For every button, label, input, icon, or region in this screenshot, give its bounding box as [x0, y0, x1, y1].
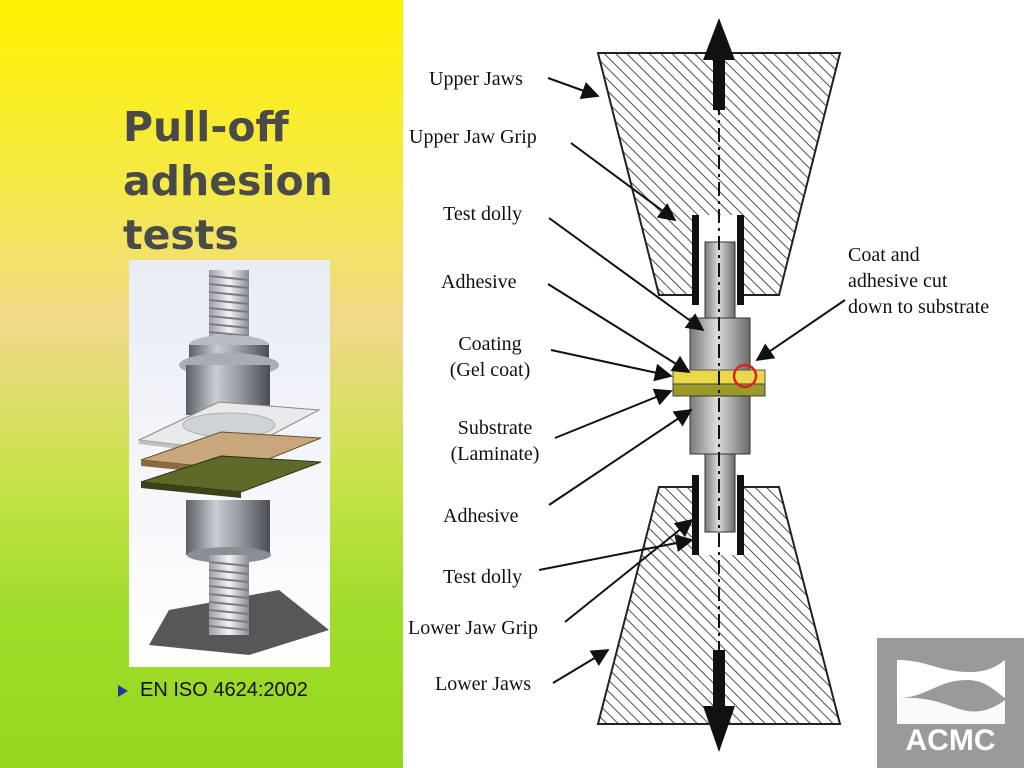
label-test-dolly-top: Test dolly — [443, 203, 523, 225]
bullet-marker-icon — [118, 684, 128, 697]
label-coating: Coating (Gel coat) — [449, 333, 531, 381]
cut-location-marker — [732, 363, 758, 389]
acmc-logo: ACMC — [877, 638, 1024, 768]
label-adhesive-top: Adhesive — [441, 271, 517, 293]
specimen-render — [129, 260, 330, 667]
downward-force-arrow — [703, 706, 735, 752]
standard-bullet: EN ISO 4624:2002 — [118, 679, 308, 702]
label-upper-jaw-grip: Upper Jaw Grip — [409, 126, 537, 148]
acmc-logo-text: ACMC — [905, 724, 996, 757]
label-coat-cut: Coat and adhesive cut down to substrate — [848, 244, 990, 318]
label-lower-jaws: Lower Jaws — [435, 673, 532, 695]
label-test-dolly-bottom: Test dolly — [443, 566, 523, 588]
slide-title: Pull-off adhesion tests — [123, 103, 333, 259]
standard-label: EN ISO 4624:2002 — [140, 679, 308, 701]
label-adhesive-bottom: Adhesive — [443, 505, 519, 527]
label-upper-jaws: Upper Jaws — [429, 68, 523, 90]
diagram-drawing — [538, 18, 846, 752]
acmc-logo-mark-icon — [897, 660, 1005, 724]
label-substrate: Substrate (Laminate) — [450, 417, 540, 465]
upward-force-arrow — [703, 18, 735, 60]
specimen-render-drawing — [137, 270, 329, 655]
label-lower-jaw-grip: Lower Jaw Grip — [408, 617, 538, 639]
